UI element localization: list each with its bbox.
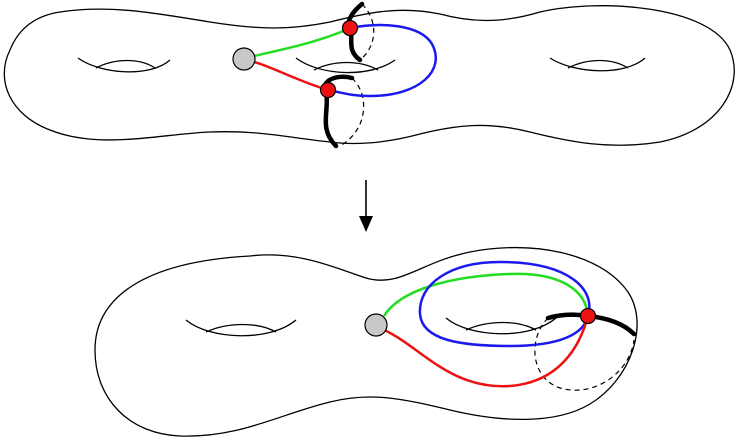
top-hole-2-upper xyxy=(295,57,396,74)
top-green-curve xyxy=(253,26,351,58)
bottom-green-curve xyxy=(382,272,590,317)
top-meridian-lower-back xyxy=(339,77,365,147)
top-hole-3-lower xyxy=(567,59,629,69)
bottom-blue-curve xyxy=(418,260,591,348)
top-meridian-upper-back xyxy=(359,3,375,61)
top-red-curve xyxy=(253,60,329,92)
bottom-marked-point xyxy=(579,307,597,325)
top-blue-curve xyxy=(327,23,438,98)
top-basepoint xyxy=(232,47,256,71)
bottom-red-curve xyxy=(383,315,590,388)
top-hole-2-lower xyxy=(313,61,379,71)
bottom-surface-outline xyxy=(94,246,638,437)
bottom-meridian-dashed-circle xyxy=(534,317,635,391)
bottom-hole-2-lower xyxy=(465,321,537,331)
top-surface xyxy=(3,5,735,146)
top-marked-point-lower xyxy=(319,81,337,99)
down-arrow xyxy=(359,180,373,232)
bottom-hole-1-lower xyxy=(205,323,277,333)
bottom-basepoint xyxy=(364,313,388,337)
top-surface-outline xyxy=(3,5,735,146)
top-marked-point-upper xyxy=(341,19,359,37)
bottom-hole-2-upper xyxy=(445,317,557,335)
bottom-surface xyxy=(94,246,638,437)
top-hole-3-upper xyxy=(549,57,646,72)
top-hole-1-lower xyxy=(95,59,156,69)
bottom-hole-1-upper xyxy=(185,319,297,337)
top-hole-1-upper xyxy=(77,57,171,73)
